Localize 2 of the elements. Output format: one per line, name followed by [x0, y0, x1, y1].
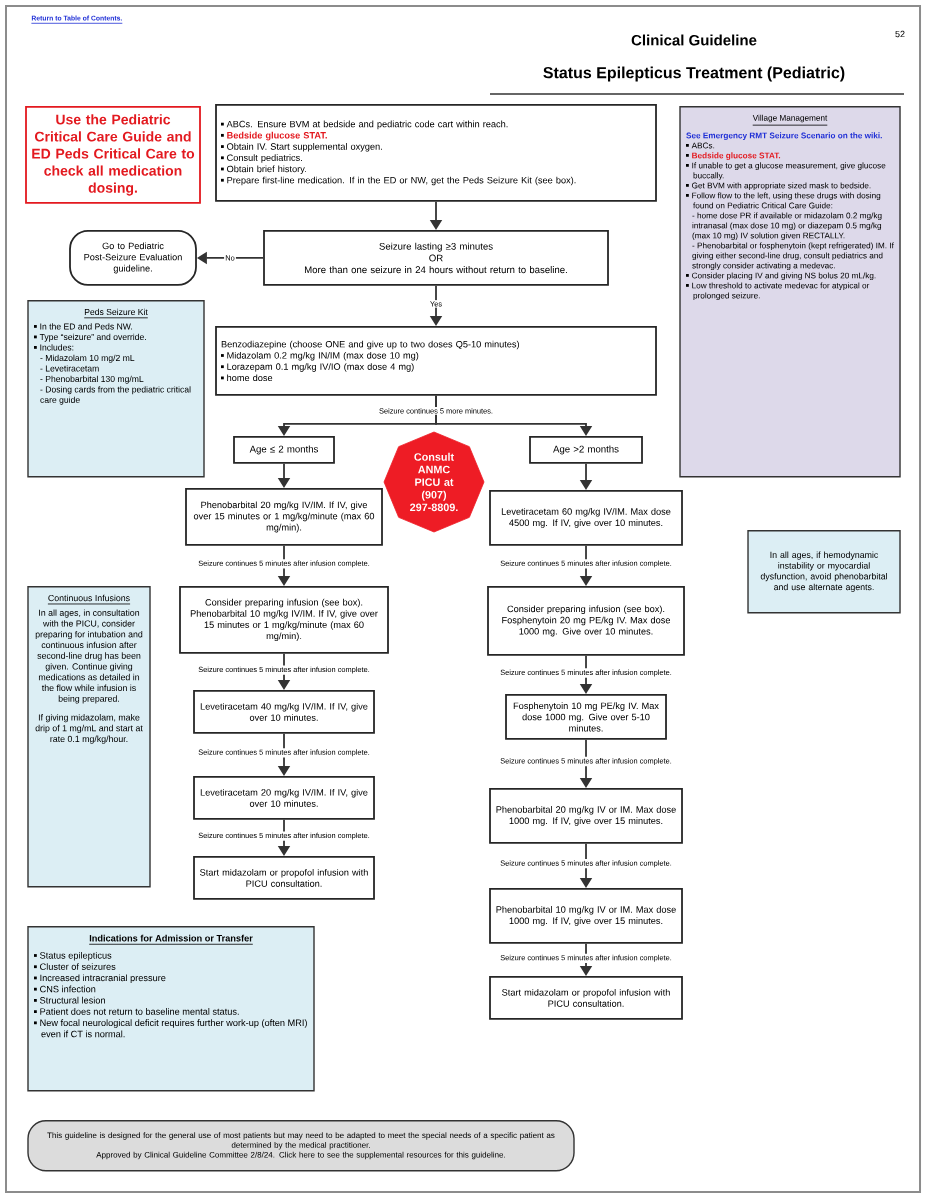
- arrow: [435, 394, 593, 436]
- title: Status Epilepticus Treatment (Pediatric): [543, 66, 845, 82]
